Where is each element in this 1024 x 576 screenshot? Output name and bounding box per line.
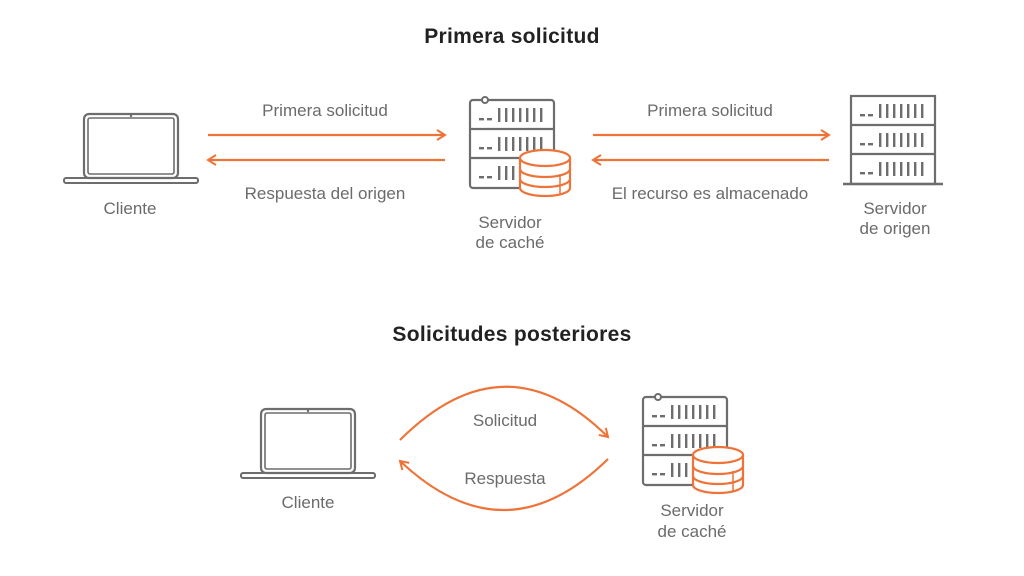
arrow-request-curve — [399, 385, 610, 441]
cache-server-label-line2: de caché — [475, 233, 545, 252]
cache-server-label-2-line1: Servidor — [660, 501, 724, 520]
client-label: Cliente — [103, 199, 157, 218]
cache-server-icon-2 — [643, 394, 743, 493]
cache-server-label-line1: Servidor — [478, 213, 542, 232]
origin-server-label-line2: de origen — [859, 219, 931, 238]
client-laptop-icon-2 — [239, 407, 377, 480]
client-laptop-icon — [62, 112, 200, 185]
label-cache-to-client: Respuesta del origen — [244, 184, 406, 203]
label-client-to-cache: Primera solicitud — [262, 101, 388, 120]
label-cache-to-origin: Primera solicitud — [647, 101, 773, 120]
label-response: Respuesta — [464, 469, 546, 488]
origin-server-label-line1: Servidor — [863, 199, 927, 218]
cache-server-icon — [470, 97, 570, 196]
label-request: Solicitud — [472, 411, 538, 430]
client-label-2: Cliente — [281, 493, 335, 512]
label-origin-to-cache: El recurso es almacenado — [611, 184, 809, 203]
section-title-first-request: Primera solicitud — [424, 25, 600, 48]
cache-server-label-2-line2: de caché — [657, 522, 727, 541]
section-title-subsequent-requests: Solicitudes posteriores — [392, 323, 632, 346]
arrow-response-curve — [398, 458, 609, 511]
origin-server-icon — [843, 96, 943, 184]
